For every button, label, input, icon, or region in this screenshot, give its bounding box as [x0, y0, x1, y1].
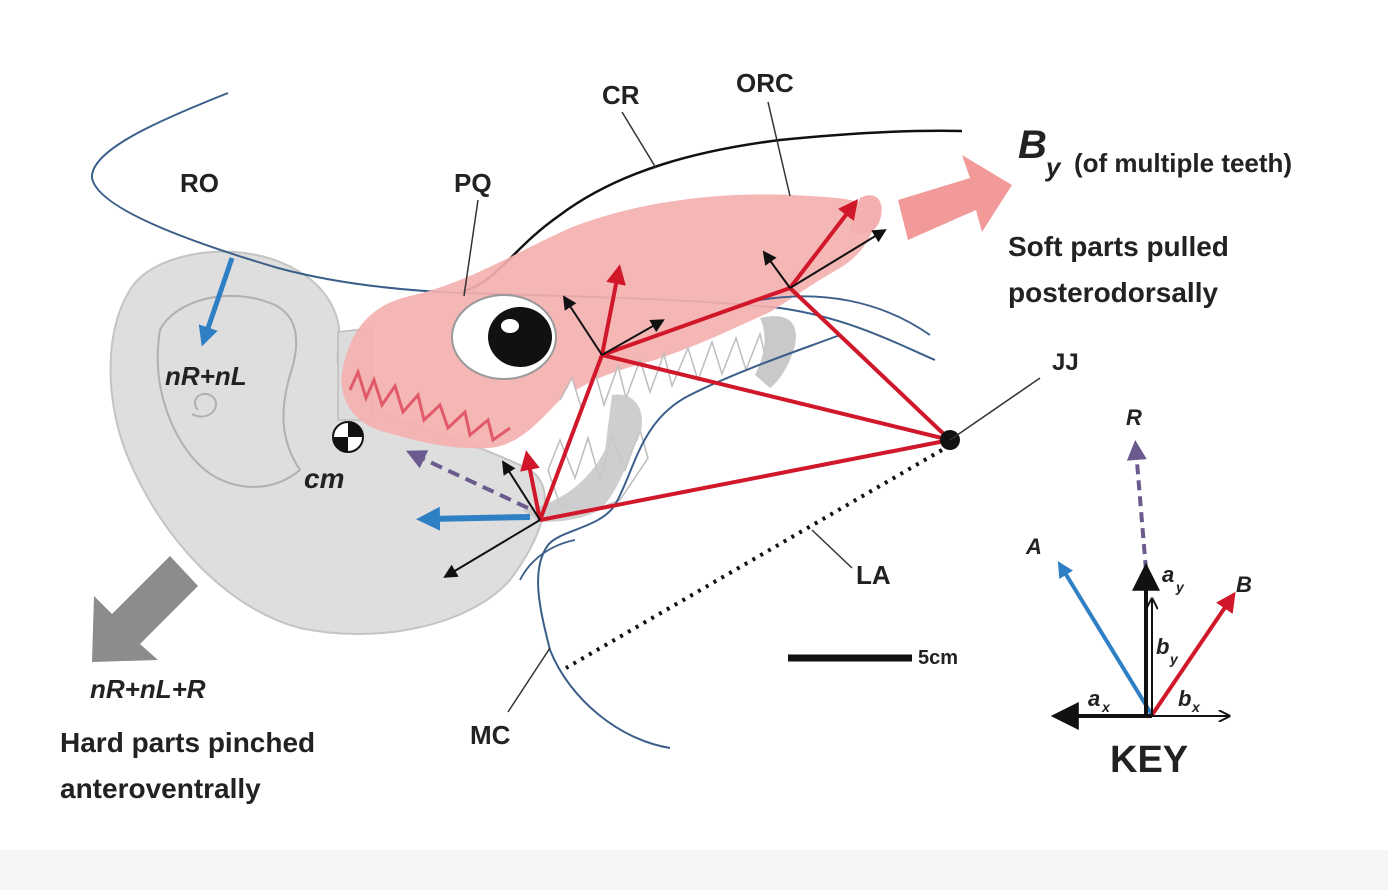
label-nr-nl: nR+nL: [165, 361, 247, 391]
label-pq: PQ: [454, 168, 492, 198]
label-ro: RO: [180, 168, 219, 198]
jj-leader-line: [949, 377, 1041, 441]
dashed-vector-jaw: [405, 450, 529, 510]
lower-jaw-axis-la: [564, 448, 944, 670]
body-outline-ro: [90, 92, 936, 361]
caption-by-sub: y: [1044, 152, 1062, 182]
soft-parts-arrow: [898, 155, 1012, 240]
key-vector-r: [1126, 440, 1148, 571]
caption-by-main: B: [1018, 123, 1047, 167]
blue-vector-ro: [198, 257, 235, 347]
red-vector-jaw: [520, 450, 542, 521]
key-label-r: R: [1126, 405, 1142, 430]
spiral-mark: [191, 392, 217, 418]
key-label-ax-sub: x: [1101, 699, 1111, 715]
key-diagram: R A B a y b y a x b x KEY: [1025, 405, 1252, 781]
label-cr: CR: [602, 80, 640, 110]
leader-lines: [463, 101, 853, 713]
component-arrows: [443, 229, 887, 578]
key-label-ax: a: [1088, 686, 1100, 711]
hard-part-inner-outline: [156, 294, 302, 488]
eye-highlight: [501, 319, 519, 333]
caption-hard-line2: anteroventrally: [60, 773, 261, 804]
label-mc: MC: [470, 720, 511, 750]
key-label-bx: b: [1178, 686, 1191, 711]
cranium-outline-cr: [461, 129, 963, 294]
key-label-a: A: [1025, 534, 1042, 559]
eye-pupil: [488, 307, 552, 367]
rear-cartilage: [755, 316, 796, 388]
caption-soft-line2: posterodorsally: [1008, 277, 1218, 308]
key-label-by-sub: y: [1169, 651, 1179, 667]
label-nr-nl-r: nR+nL+R: [90, 674, 206, 704]
key-label-by: b: [1156, 634, 1169, 659]
blue-vector-jaw: [416, 506, 531, 531]
label-orc: ORC: [736, 68, 794, 98]
caption-by-rest: (of multiple teeth): [1074, 148, 1292, 178]
label-la: LA: [856, 560, 891, 590]
center-of-mass-symbol: [332, 421, 364, 453]
label-cm: cm: [304, 463, 344, 494]
label-jj: JJ: [1052, 349, 1079, 376]
key-label-bx-sub: x: [1191, 699, 1201, 715]
jaw-cartilage: [522, 394, 642, 522]
label-scale: 5cm: [918, 647, 958, 669]
red-tooth-marks: [348, 367, 511, 443]
hard-parts-arrow: [92, 556, 198, 662]
jaw-inner-outline: [519, 295, 931, 581]
caption-hard-line1: Hard parts pinched: [60, 727, 315, 758]
caption-soft-line1: Soft parts pulled: [1008, 231, 1229, 262]
key-title: KEY: [1110, 739, 1188, 781]
muscle-lines: [538, 286, 952, 522]
key-vector-b: [1150, 591, 1236, 717]
key-label-ay: a: [1162, 562, 1174, 587]
red-vector-rear: [788, 199, 859, 290]
red-vector-snout: [600, 264, 626, 356]
key-label-ay-sub: y: [1175, 579, 1185, 595]
key-label-b: B: [1236, 572, 1252, 597]
key-vector-a: [1057, 561, 1154, 717]
